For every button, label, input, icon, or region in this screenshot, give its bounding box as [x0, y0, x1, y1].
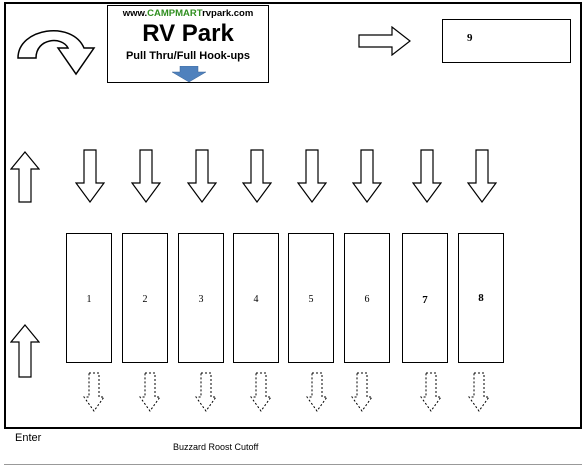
dashed-down-arrow-icon	[468, 372, 490, 412]
down-arrow-icon	[242, 149, 272, 203]
site-4: 4	[233, 233, 279, 363]
u-turn-arrow-icon	[17, 30, 96, 76]
down-arrow-icon	[412, 149, 442, 203]
site-5: 5	[288, 233, 334, 363]
site-label: 4	[253, 294, 259, 305]
site-3: 3	[178, 233, 224, 363]
dashed-down-arrow-icon	[306, 372, 328, 412]
site-9-label: 9	[467, 32, 473, 44]
down-arrow-icon	[467, 149, 497, 203]
right-arrow-icon	[358, 26, 411, 56]
dashed-down-arrow-icon	[250, 372, 272, 412]
site-1: 1	[66, 233, 112, 363]
site-label: 6	[364, 294, 370, 305]
road-name: Buzzard Roost Cutoff	[173, 442, 259, 452]
site-label: 8	[478, 292, 484, 304]
dashed-down-arrow-icon	[139, 372, 161, 412]
site-8: 8	[458, 233, 504, 363]
dashed-down-arrow-icon	[83, 372, 105, 412]
enter-label: Enter	[15, 432, 42, 444]
down-arrow-icon	[75, 149, 105, 203]
up-arrow-icon	[10, 324, 40, 378]
sign-url: www.CAMPMARTrvpark.com	[122, 8, 254, 19]
site-2: 2	[122, 233, 168, 363]
sign-title: RV Park	[142, 20, 234, 47]
down-arrow-icon	[172, 66, 206, 82]
down-arrow-icon	[297, 149, 327, 203]
site-label: 5	[308, 294, 314, 305]
dashed-down-arrow-icon	[420, 372, 442, 412]
site-7: 7	[402, 233, 448, 363]
site-6: 6	[344, 233, 390, 363]
up-arrow-icon	[10, 151, 40, 203]
road-line	[4, 464, 582, 465]
down-arrow-icon	[131, 149, 161, 203]
down-arrow-icon	[187, 149, 217, 203]
site-label: 3	[198, 294, 204, 305]
site-label: 7	[422, 294, 428, 306]
dashed-down-arrow-icon	[195, 372, 217, 412]
down-arrow-icon	[352, 149, 382, 203]
dashed-down-arrow-icon	[351, 372, 373, 412]
site-label: 1	[86, 294, 92, 305]
park-sign: www.CAMPMARTrvpark.com RV Park Pull Thru…	[107, 5, 269, 83]
site-label: 2	[142, 294, 148, 305]
site-9: 9	[442, 19, 571, 63]
sign-subtitle: Pull Thru/Full Hook-ups	[125, 50, 251, 62]
